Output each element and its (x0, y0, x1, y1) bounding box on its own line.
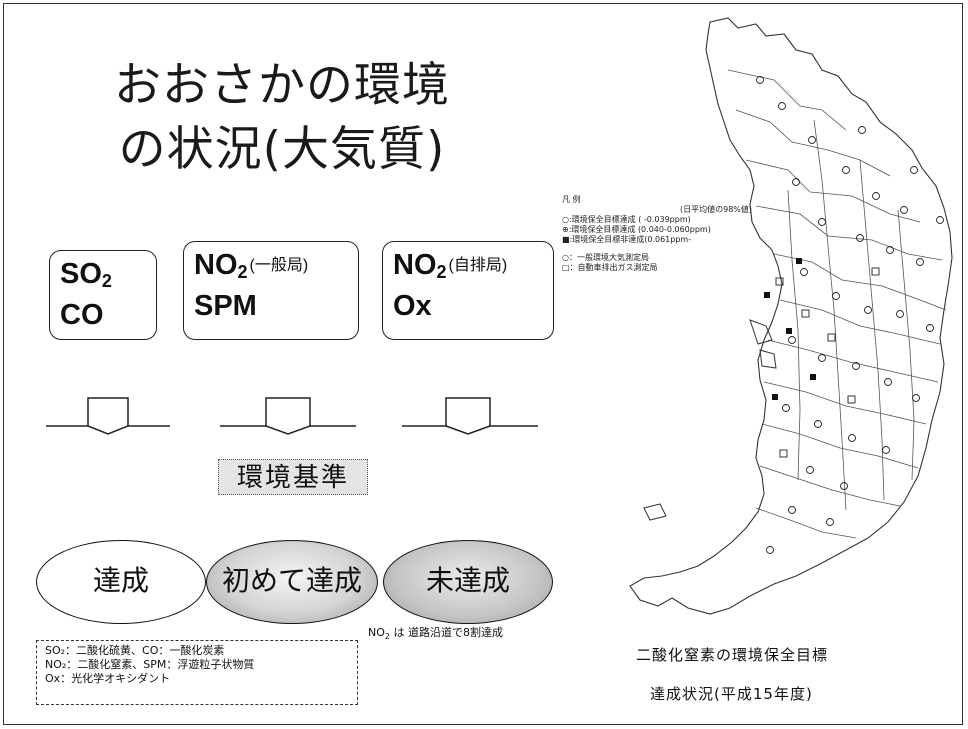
non-achieving-markers (764, 258, 816, 400)
box2-line2: SPM (194, 290, 257, 322)
box3-line2: Ox (393, 290, 432, 322)
slide-title-line1: おおさかの環境 (114, 58, 450, 113)
map-legend-note: (日平均値の98%値) (680, 205, 753, 214)
box3-small: (自排局) (448, 257, 508, 274)
no2-note-prefix: NO (368, 626, 385, 639)
slide-title-line2: の状況(大気質) (118, 122, 446, 177)
bay-islands (643, 319, 777, 521)
map-legend-item-1: ○:環境保全目標達成 ( -0.039ppm) (562, 215, 691, 224)
down-arrow-2 (220, 397, 356, 435)
box2-sub: 2 (237, 262, 248, 282)
map-legend-item-4: ○：一般環境大気測定局 (562, 253, 649, 262)
no2-note-sub: 2 (384, 632, 390, 642)
abbr-line-2: NO₂：二酸化窒素、SPM：浮遊粒子状物質 (45, 658, 255, 671)
map-caption-line2: 達成状況(平成15年度) (650, 685, 813, 703)
down-arrow-3 (402, 397, 538, 435)
map-caption-line1: 二酸化窒素の環境保全目標 (636, 646, 829, 664)
pollutant-box-so2-co: SO2 CO (49, 250, 157, 340)
box3-sub: 2 (436, 262, 447, 282)
map-legend-item-5: □：自動車排出ガス測定局 (562, 263, 658, 272)
map-legend: 凡 例 (日平均値の98%値) ○:環境保全目標達成 ( -0.039ppm) … (562, 195, 752, 273)
box1-sub: 2 (101, 271, 112, 291)
environmental-standard-label: 環境基準 (218, 459, 368, 495)
box3-line1: NO (393, 249, 437, 281)
result-not-achieved: 未達成 (383, 540, 553, 624)
pollutant-box-no2-roadside: NO2(自排局) Ox (382, 241, 554, 340)
box1-line1: SO (60, 258, 102, 290)
pollutant-box-no2-general: NO2(一般局) SPM (183, 241, 359, 340)
station-markers (756, 76, 944, 554)
municipal-borders (727, 69, 947, 539)
osaka-map (629, 17, 953, 615)
prefecture-outline (629, 17, 953, 615)
slide-frame (3, 3, 963, 725)
down-arrow-1 (46, 397, 170, 435)
no2-note-text: は 道路沿道で8割達成 (389, 626, 503, 639)
box2-small: (一般局) (249, 257, 309, 274)
no2-roadside-note: NO2 は 道路沿道で8割達成 (368, 624, 503, 641)
map-legend-item-3: ■:環境保全目標非達成(0.061ppm- (562, 235, 692, 244)
abbr-line-1: SO₂：二酸化硫黄、CO：一酸化炭素 (45, 644, 225, 657)
map-legend-item-2: ⊕:環境保全目標達成 (0.040-0.060ppm) (562, 225, 711, 234)
box2-line1: NO (194, 249, 238, 281)
abbreviation-legend: SO₂：二酸化硫黄、CO：一酸化炭素 NO₂：二酸化窒素、SPM：浮遊粒子状物質… (36, 640, 358, 705)
map-legend-title: 凡 例 (562, 195, 581, 204)
result-first-achieved: 初めて達成 (206, 540, 378, 624)
result-achieved: 達成 (36, 540, 206, 624)
abbr-line-3: Ox：光化学オキシダント (45, 672, 171, 685)
box1-line2: CO (60, 299, 104, 331)
